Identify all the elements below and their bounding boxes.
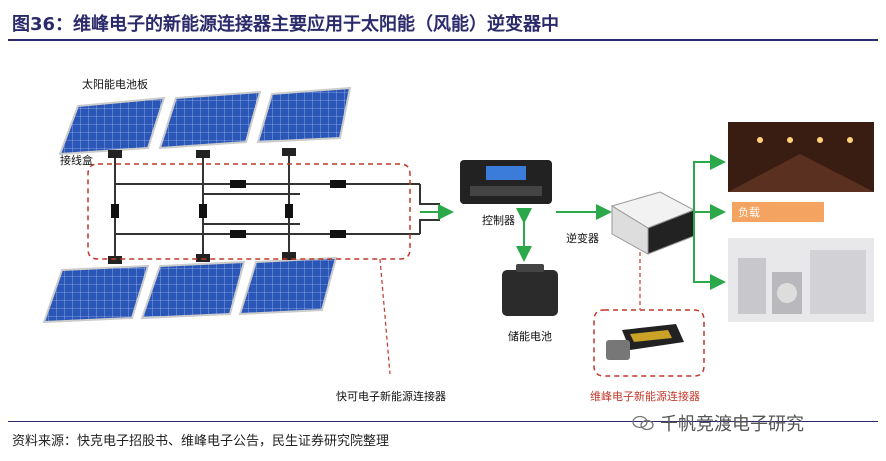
weifeng-connector-boundary xyxy=(593,309,705,377)
inverter-icon xyxy=(610,191,696,255)
appliances-icon xyxy=(728,238,874,322)
controller-icon xyxy=(460,160,552,204)
street-lights-icon xyxy=(728,122,874,192)
label-solar-panel: 太阳能电池板 xyxy=(82,77,148,91)
watermark-text: 千帆竞渡电子研究 xyxy=(660,414,804,435)
label-junction-box: 接线盒 xyxy=(60,153,93,167)
label-load: 负载 xyxy=(738,205,760,219)
quick-connector-boundary xyxy=(87,163,411,260)
label-controller: 控制器 xyxy=(482,213,515,227)
load-bar xyxy=(732,202,824,222)
label-inverter: 逆变器 xyxy=(566,231,599,245)
battery-icon xyxy=(502,264,558,316)
source-note: 资料来源：快克电子招股书、维峰电子公告，民生证券研究院整理 xyxy=(12,434,390,449)
page-title: 图36：维峰电子的新能源连接器主要应用于太阳能（风能）逆变器中 xyxy=(12,14,560,35)
label-battery: 储能电池 xyxy=(508,329,552,343)
footer-divider xyxy=(8,421,878,422)
solar-system-diagram: 太阳能电池板 接线盒 控制器 逆变器 储能电池 负载 快可电子新能源连接器 维峰… xyxy=(42,77,874,403)
title-divider xyxy=(8,39,878,41)
solar-panel-icon xyxy=(42,256,338,324)
connector-icon xyxy=(606,324,684,360)
solar-panel-icon xyxy=(58,86,352,156)
label-quick-connector: 快可电子新能源连接器 xyxy=(336,389,446,403)
watermark: 千帆竞渡电子研究 xyxy=(632,410,804,436)
wechat-icon xyxy=(632,415,654,431)
label-weifeng-connector: 维峰电子新能源连接器 xyxy=(590,389,700,403)
